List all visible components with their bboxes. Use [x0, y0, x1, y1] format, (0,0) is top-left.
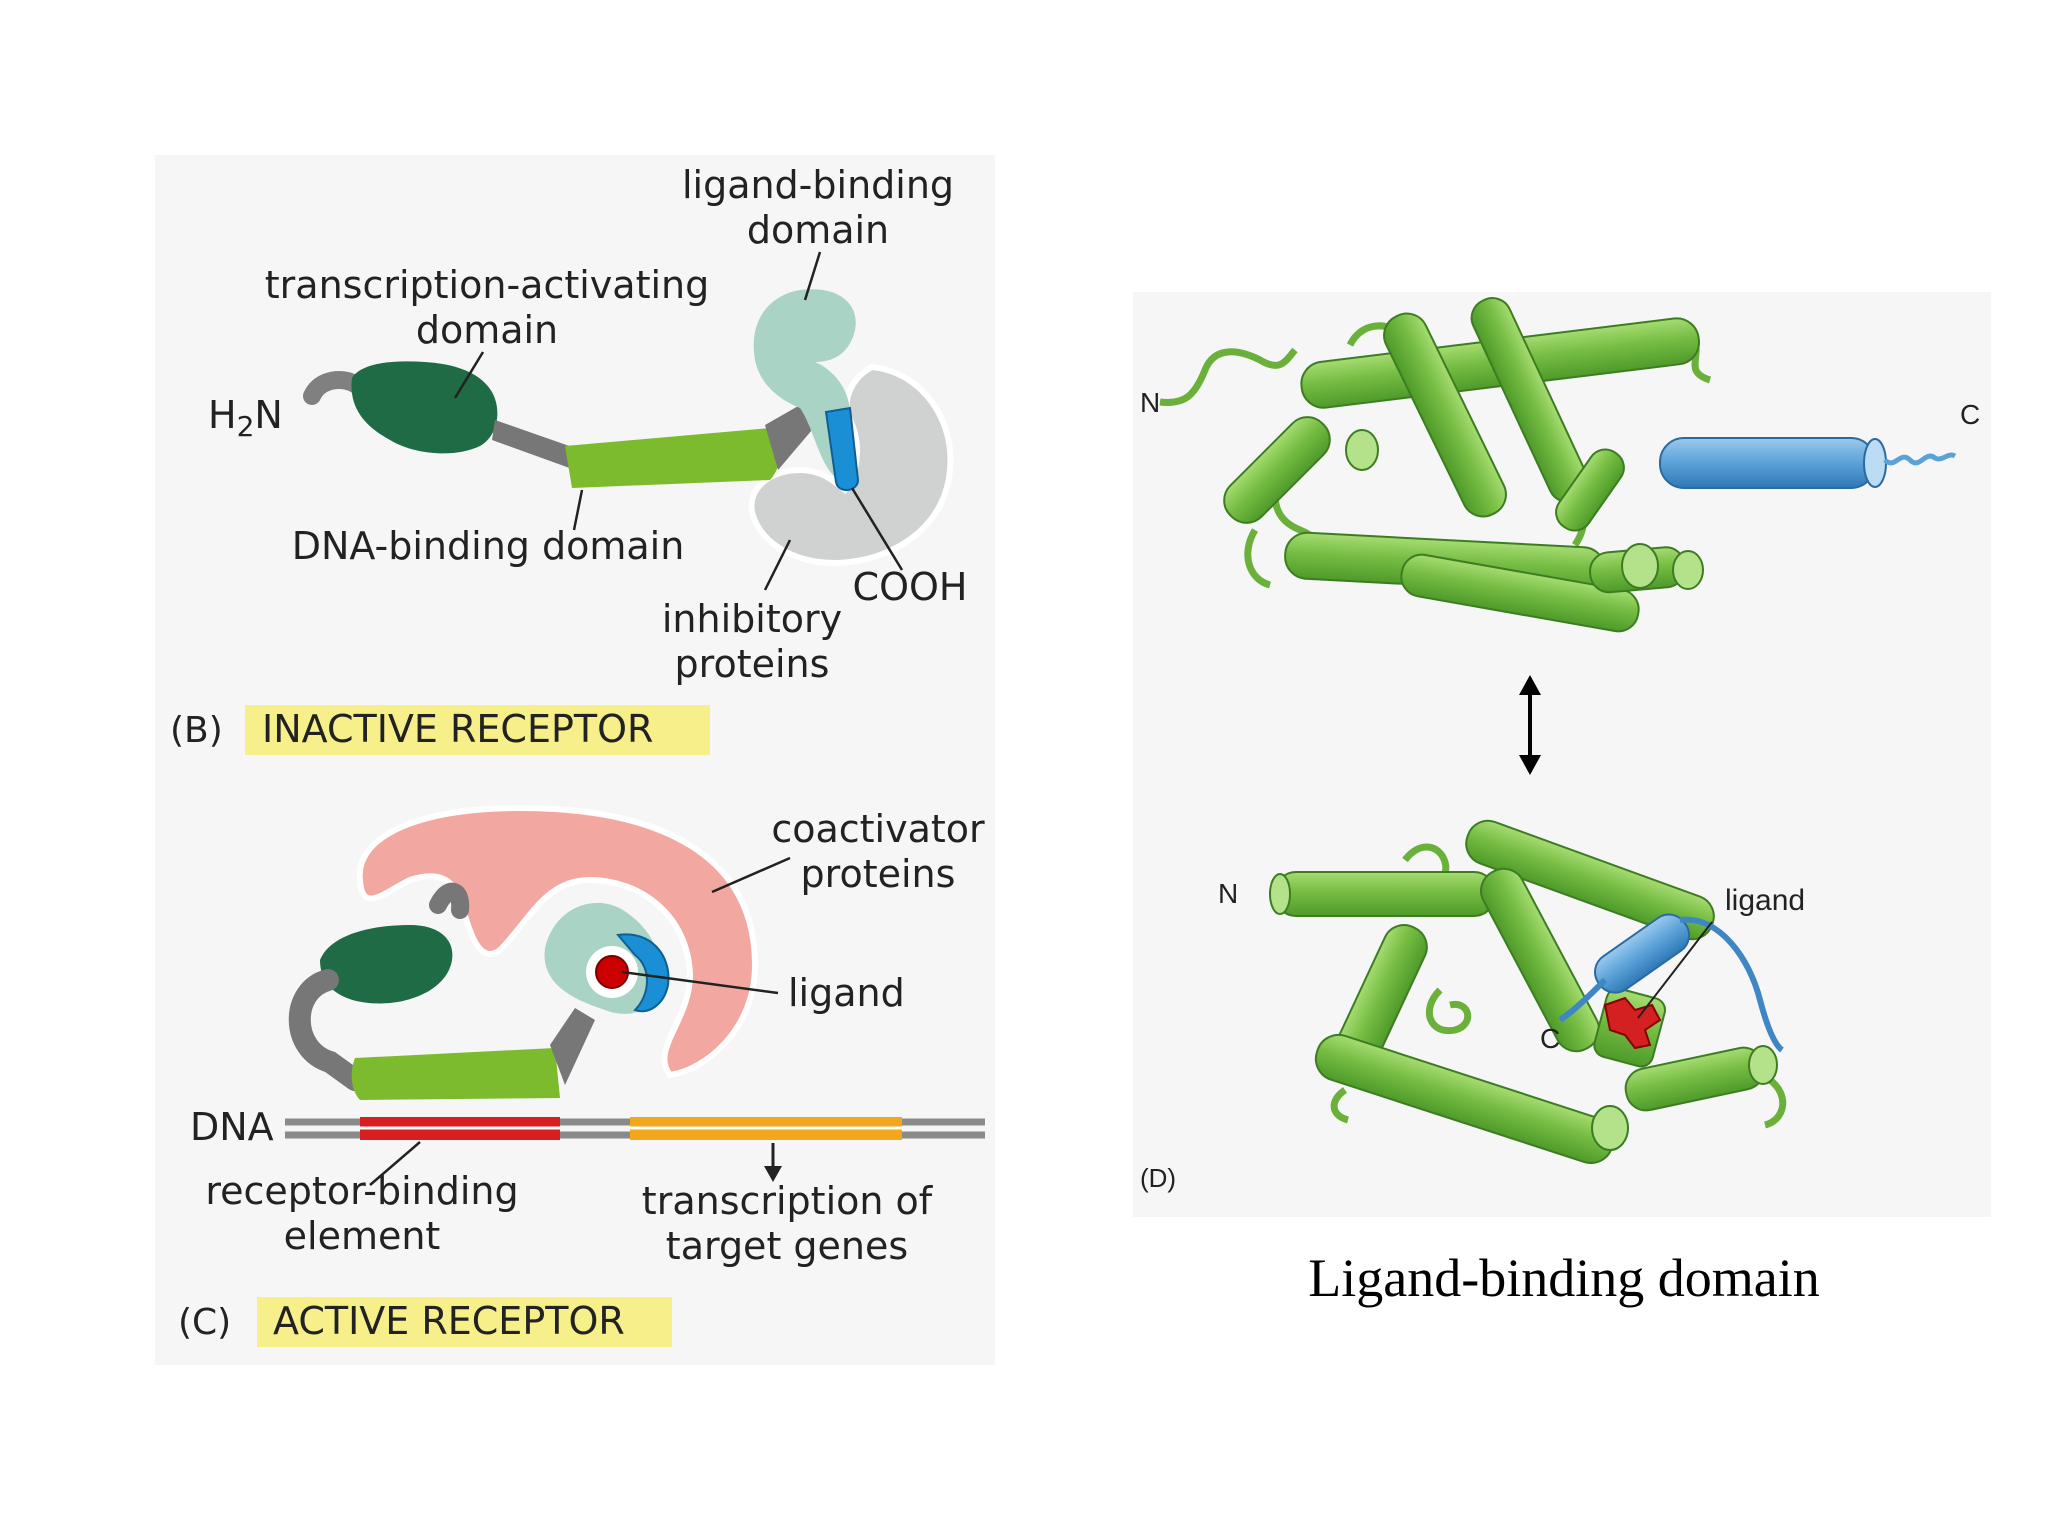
label-transcription-line2: target genes	[666, 1224, 908, 1268]
top-helix-4	[1223, 416, 1331, 524]
top-blue-helix	[1659, 437, 1876, 489]
top-c-terminal-tail	[1883, 452, 1957, 466]
label-receptor-binding-line2: element	[284, 1214, 441, 1258]
leader-inhibitory	[763, 539, 792, 591]
label-h2n-h: H	[208, 393, 237, 437]
bottom-loop-4	[1763, 1077, 1787, 1129]
label-receptor-binding-line1: receptor-binding	[205, 1169, 518, 1213]
label-coactivator-line2: proteins	[801, 852, 956, 896]
bottom-ligand-label: ligand	[1725, 884, 1805, 917]
top-helix-2	[1383, 312, 1507, 518]
label-inhibitory-line2: proteins	[675, 642, 830, 686]
label-h2n-n: N	[254, 393, 282, 437]
label-coactivator-line1: coactivator	[771, 807, 985, 851]
structure-bottom: N C ligand	[1218, 819, 1805, 1165]
active-lbd-connector	[550, 1008, 595, 1085]
bottom-helix-cap-2	[1591, 1105, 1629, 1151]
top-loop-5	[1244, 528, 1272, 589]
bottom-c-tail	[1558, 977, 1608, 1023]
bottom-loop-3	[1330, 1087, 1350, 1124]
label-cooh: COOH	[853, 565, 968, 609]
bottom-helix-cap-3	[1748, 1045, 1778, 1085]
transcription-activating-domain-shape	[351, 361, 498, 454]
panel-c-title: ACTIVE RECEPTOR	[273, 1299, 625, 1343]
panel-b-title-highlight	[245, 705, 710, 755]
bottom-loop-2	[1425, 987, 1472, 1035]
bottom-blue-tail	[1679, 916, 1784, 1053]
leader-ligand-d	[1637, 921, 1713, 1019]
label-dna: DNA	[190, 1105, 274, 1149]
lbd-connector	[765, 405, 812, 470]
active-loop-linker	[288, 969, 366, 1091]
bottom-n-label: N	[1218, 878, 1238, 909]
transcription-arrow-head	[764, 1166, 782, 1182]
bottom-helix-cap-1	[1269, 873, 1291, 915]
left-panel-background	[155, 155, 995, 1365]
bottom-n-helix	[1274, 871, 1496, 917]
leader-receptor-binding	[369, 1141, 421, 1186]
panel-c-title-highlight	[257, 1297, 672, 1347]
conformation-arrow-up-head	[1519, 675, 1541, 695]
top-c-label: C	[1960, 399, 1980, 430]
leader-cooh	[850, 487, 904, 571]
label-ligand-c: ligand	[788, 971, 905, 1015]
inhibitory-protein-shape	[748, 363, 954, 566]
bottom-ligand-molecule	[1603, 996, 1662, 1050]
top-helix-cap-3	[1672, 550, 1704, 590]
label-dna-binding: DNA-binding domain	[292, 524, 685, 568]
active-activating-domain-shape	[320, 925, 453, 1004]
label-transcription-line1: transcription of	[642, 1179, 934, 1223]
top-helix-cap-1	[1345, 429, 1379, 471]
panel-b-letter: (B)	[170, 710, 223, 751]
top-n-label: N	[1140, 387, 1160, 418]
top-helix-7	[1400, 553, 1640, 633]
leader-coactivator	[711, 856, 791, 894]
dna-binding-domain-shape	[565, 428, 780, 488]
panel-d-structures: N C	[1133, 292, 1991, 1217]
hinge-region	[492, 420, 575, 470]
label-h2n: H2N	[208, 393, 283, 443]
label-h2n-subscript: 2	[237, 410, 255, 443]
active-n-linker	[429, 882, 470, 919]
top-blue-helix-cap	[1863, 438, 1887, 488]
label-inhibitory-line1: inhibitory	[662, 597, 842, 641]
conformation-arrow-down-head	[1519, 755, 1541, 775]
label-transcription-activating-line2: domain	[416, 308, 558, 352]
leader-ligand-binding	[803, 251, 822, 301]
top-n-terminal-tail	[1159, 347, 1298, 407]
panel-c-letter: (C)	[178, 1302, 231, 1343]
top-helix-cap-2	[1621, 543, 1659, 589]
leader-transcription-activating	[453, 351, 485, 399]
panel-b-title: INACTIVE RECEPTOR	[262, 707, 653, 751]
figure-caption: Ligand-binding domain	[1308, 1248, 1819, 1308]
leader-dna-binding	[572, 489, 584, 531]
top-helix-5	[1555, 448, 1625, 532]
label-ligand-binding-line2: domain	[747, 208, 889, 252]
structure-top: N C	[1140, 297, 1980, 633]
bottom-c-label: C	[1540, 1023, 1560, 1054]
bottom-helix-2	[1480, 867, 1600, 1053]
panel-c-active-receptor: coactivator proteins ligand DNA receptor…	[178, 804, 985, 1347]
panel-b-inactive-receptor: ligand-binding domain transcription-acti…	[170, 163, 967, 755]
label-transcription-activating-line1: transcription-activating	[265, 263, 709, 307]
active-dna-binding-domain-shape	[351, 1048, 560, 1100]
leader-ligand	[621, 970, 779, 995]
label-ligand-binding-line1: ligand-binding	[682, 163, 954, 207]
panel-d-letter: (D)	[1140, 1163, 1176, 1193]
c-terminal-helix	[824, 406, 860, 491]
